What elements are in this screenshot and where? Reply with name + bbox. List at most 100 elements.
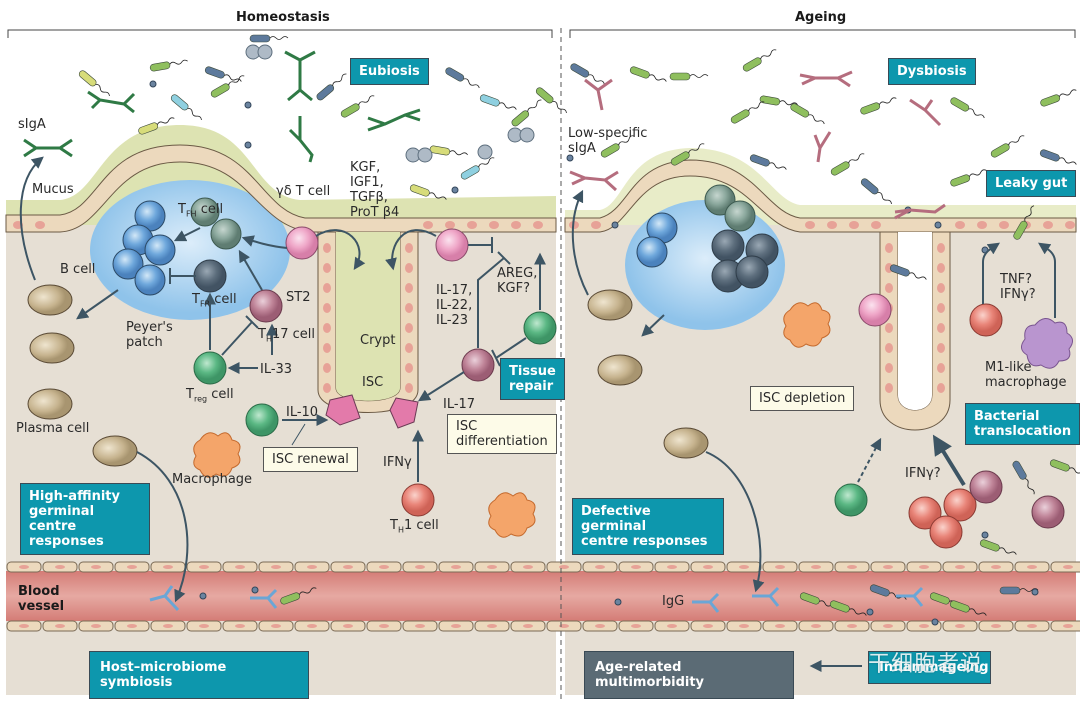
treg-cell-right	[834, 483, 868, 517]
bacterium-body	[669, 72, 691, 81]
inflammatory-cells	[908, 470, 1065, 549]
bacterium	[889, 264, 927, 280]
bacterium-body	[799, 592, 820, 605]
vessel-cell-nucleus	[739, 565, 749, 569]
isc-label: ISC	[362, 375, 384, 390]
epithelial-nucleus	[885, 363, 893, 373]
epithelial-nucleus	[871, 221, 881, 229]
epithelial-nucleus	[405, 263, 413, 273]
bacterium	[949, 600, 987, 616]
epithelial-nucleus	[405, 323, 413, 333]
vessel-cell-nucleus	[271, 624, 281, 628]
epithelial-nucleus	[467, 221, 477, 229]
bacterium-body	[479, 94, 500, 107]
areg-kgf-label: AREG,KGF?	[497, 266, 538, 296]
epithelial-nucleus	[405, 383, 413, 393]
vessel-cell-nucleus	[631, 565, 641, 569]
defective-gc-box: Defective germinal centre responses	[572, 498, 724, 555]
vessel-cell-nucleus	[595, 565, 605, 569]
th17-cell	[249, 289, 283, 323]
bacterium-flagellum	[463, 78, 480, 89]
high-affinity-line-1: High-affinity	[29, 489, 120, 504]
bacterium	[759, 95, 798, 106]
vessel-cell-nucleus	[451, 565, 461, 569]
th17-cell	[461, 348, 495, 382]
epithelial-nucleus	[827, 221, 837, 229]
inhibit-treg-to-th17	[491, 337, 527, 367]
bacterium	[479, 94, 517, 110]
arrow-patch-to-plasma-right	[641, 314, 665, 337]
vessel-cell-nucleus	[1063, 565, 1073, 569]
bacterium-body	[999, 586, 1021, 595]
bacterium-body	[429, 145, 451, 156]
vessel-cell-nucleus	[775, 624, 785, 628]
vessel-cell-nucleus	[415, 565, 425, 569]
bacterium-flagellum	[909, 272, 927, 280]
arrow-plasma-to-siga-right	[571, 189, 589, 296]
bacterium-body	[759, 95, 781, 106]
bacterium-flagellum	[429, 192, 447, 200]
vessel-cell-nucleus	[343, 624, 353, 628]
bacterium	[535, 87, 567, 114]
coccus	[477, 144, 493, 160]
epithelial-nucleus	[937, 263, 945, 273]
small-particle	[244, 141, 252, 149]
bacterium	[749, 154, 787, 170]
vessel-cell-nucleus	[487, 624, 497, 628]
bacterium-flagellum	[1024, 205, 1035, 222]
small-particle	[149, 80, 157, 88]
igg-label: IgG	[662, 594, 685, 609]
vessel-cell-nucleus	[991, 565, 1001, 569]
bacterium-flagellum	[877, 192, 892, 205]
bacterium-body	[1049, 459, 1070, 472]
bacterium-flagellum	[748, 101, 765, 112]
inhibit-tfr-to-bcell	[169, 268, 196, 284]
bacterium-body	[1013, 220, 1028, 240]
bacterium-body	[210, 83, 230, 98]
vessel-cell-nucleus	[127, 624, 137, 628]
vessel-cell-nucleus	[487, 565, 497, 569]
vessel-cell-nucleus	[847, 624, 857, 628]
bacterium-flagellum	[849, 608, 867, 616]
vessel-cell-nucleus	[55, 565, 65, 569]
arrow-bcell-to-plasma	[76, 289, 119, 320]
epithelial-nucleus	[533, 221, 543, 229]
bacterial-translocation-line-1: Bacterial	[974, 409, 1040, 424]
vessel-cell-nucleus	[199, 565, 209, 569]
bacterium-flagellum	[760, 49, 777, 60]
vessel-cell-nucleus	[163, 624, 173, 628]
bracket-right	[569, 29, 1076, 38]
bacterium-flagellum	[157, 117, 175, 125]
epithelial-nucleus	[511, 221, 521, 229]
bacterium-body	[511, 110, 530, 127]
epithelial-nucleus	[1065, 221, 1075, 229]
crypt-lumen-right	[898, 232, 932, 410]
il17-label: IL-17	[443, 397, 476, 412]
macrophage	[193, 432, 241, 478]
ifng-question-label: IFNγ?	[905, 466, 941, 481]
bacterium-body	[204, 66, 225, 79]
th1-cell-label: TH1 cell	[390, 518, 439, 535]
bacterium	[445, 67, 480, 89]
arrow-th1-to-epi	[982, 242, 1000, 304]
isc-cell-left-2	[389, 397, 419, 429]
epithelial-nucleus	[405, 283, 413, 293]
bacterium	[790, 103, 825, 125]
siga-label: sIgA	[18, 117, 46, 132]
vessel-cell-nucleus	[307, 624, 317, 628]
bacterium-body	[950, 97, 970, 112]
siga-antibody	[288, 116, 314, 163]
bacterium	[629, 66, 667, 82]
bacterium-body	[570, 63, 590, 78]
arrow-gdt-to-tfh	[241, 235, 288, 249]
bacterium	[1013, 205, 1035, 240]
gd-t-cell	[435, 228, 469, 262]
arrow-ifng-to-crypt	[932, 434, 966, 487]
bacterium-body	[790, 103, 810, 118]
tissue-repair-line-2: repair	[509, 379, 554, 394]
growth-factors-label: KGF,IGF1,TGFβ,ProT β4	[350, 160, 400, 220]
bacterium-body	[869, 584, 890, 597]
bacterium-body	[979, 539, 1000, 552]
